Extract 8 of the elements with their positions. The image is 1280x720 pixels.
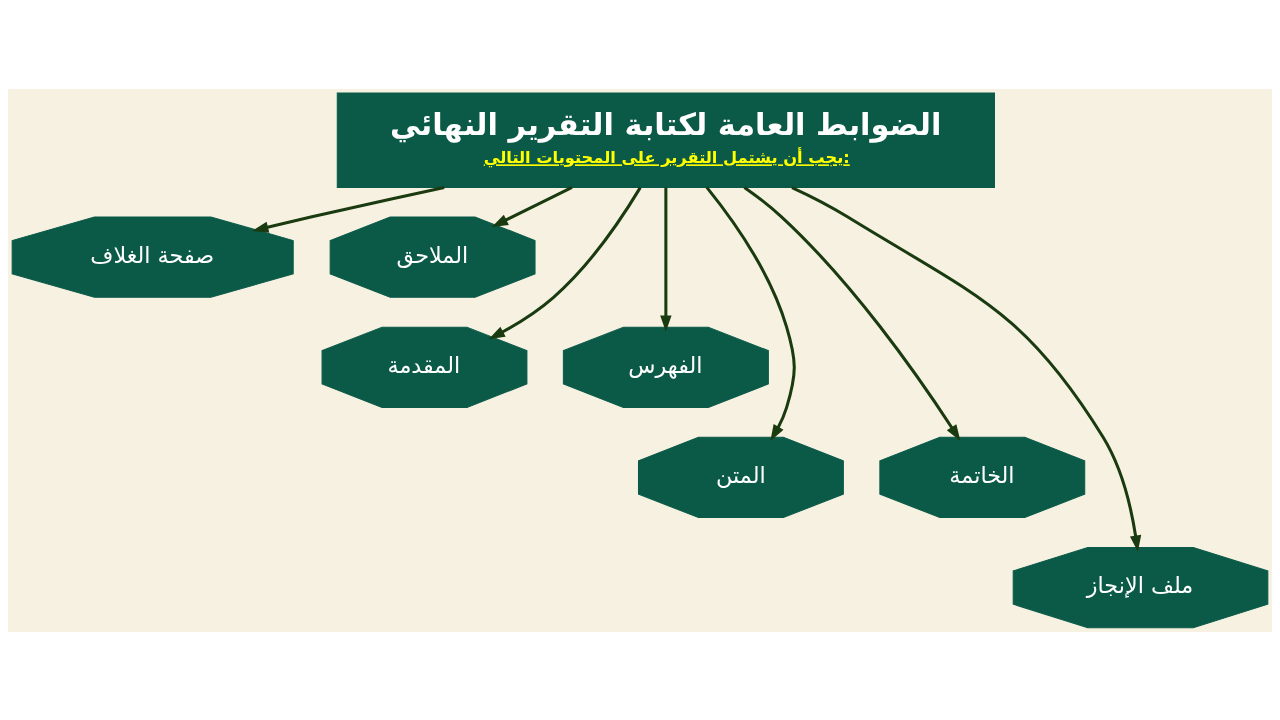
arrow: [705, 185, 796, 441]
arrow: [491, 185, 573, 227]
arrow: [488, 186, 642, 339]
arrow: [743, 185, 961, 441]
arrow: [791, 185, 1142, 552]
arrow: [660, 187, 672, 332]
node-box: الضوابط العامة لكتابة التقرير النهائي يجب أن يشتمل التقرير على المحتويات التالي:: [336, 92, 995, 188]
arrow: [252, 185, 445, 233]
